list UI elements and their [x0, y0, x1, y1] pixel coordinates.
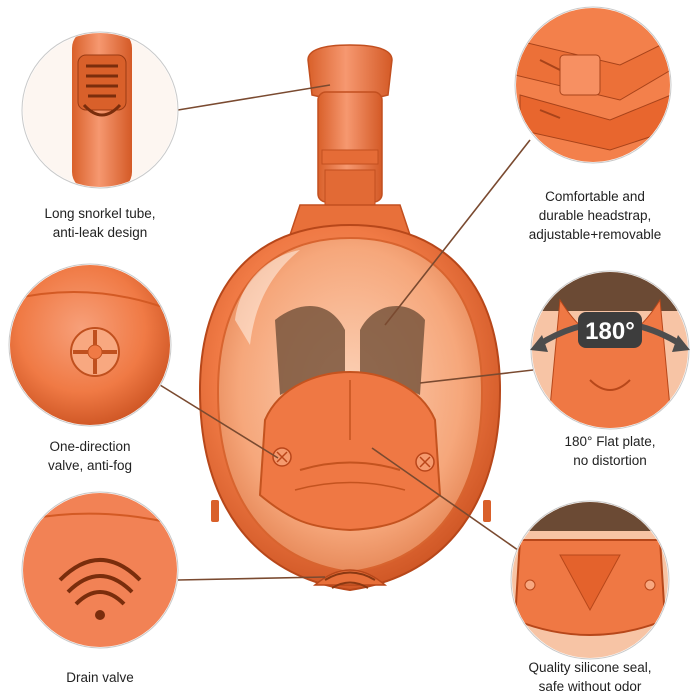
detail-silicone-seal	[510, 500, 670, 660]
caption-valve: One-direction valve, anti-fog	[0, 437, 190, 475]
leader-drain	[177, 576, 326, 581]
leader-flat-plate	[419, 369, 534, 384]
caption-line: One-direction	[49, 439, 131, 454]
leader-headstrap	[384, 139, 531, 326]
angle-badge	[578, 312, 642, 348]
detail-snorkel-tube	[21, 31, 179, 189]
caption-line: anti-leak design	[52, 225, 148, 240]
caption-snorkel-tube: Long snorkel tube, anti-leak design	[0, 204, 200, 242]
caption-line: Drain valve	[66, 670, 134, 685]
valve-left-icon	[272, 447, 292, 467]
arrow-right-icon	[672, 335, 690, 352]
caption-drain-valve: Drain valve	[0, 668, 200, 687]
caption-line: Quality silicone seal,	[528, 660, 652, 675]
caption-headstrap: Comfortable and durable headstrap, adjus…	[495, 187, 695, 244]
detail-drain-valve	[21, 491, 179, 649]
caption-line: 180° Flat plate,	[564, 434, 656, 449]
leader-valve	[159, 384, 279, 459]
leader-seal	[371, 447, 526, 556]
leader-lines	[159, 84, 534, 581]
caption-flat-plate: 180° Flat plate, no distortion	[510, 432, 700, 470]
detail-headstrap	[514, 6, 672, 164]
caption-line: no distortion	[573, 453, 647, 468]
caption-line: valve, anti-fog	[47, 458, 133, 473]
angle-label: 180°	[585, 318, 635, 345]
detail-flat-plate: 180°	[530, 270, 690, 430]
arrow-left-icon	[530, 335, 548, 352]
caption-line: durable headstrap,	[538, 208, 652, 223]
valve-right-icon	[415, 452, 435, 472]
snorkel-mask	[198, 44, 502, 592]
caption-line: safe without odor	[538, 679, 642, 694]
detail-valve	[8, 263, 172, 427]
caption-line: adjustable+removable	[528, 227, 662, 242]
leader-snorkel	[177, 84, 331, 111]
caption-line: Comfortable and	[545, 189, 645, 204]
caption-silicone-seal: Quality silicone seal, safe without odor	[490, 658, 690, 696]
caption-line: Long snorkel tube,	[44, 206, 156, 221]
